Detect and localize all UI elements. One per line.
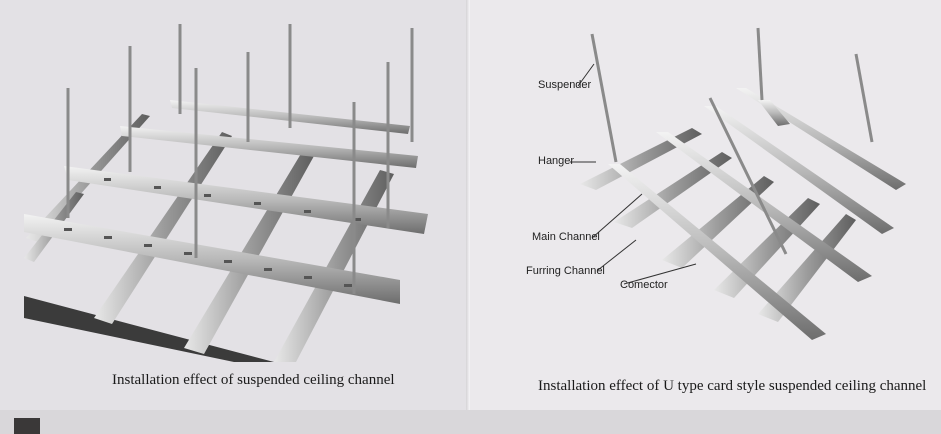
dark-page-corner (14, 418, 40, 434)
right-figure-caption: Installation effect of U type card style… (538, 378, 927, 394)
u-type-ceiling-illustration: Suspender Hanger Main Channel Furring Ch… (526, 27, 906, 340)
left-figure-caption: Installation effect of suspended ceiling… (112, 372, 395, 388)
callout-suspender: Suspender (538, 79, 592, 91)
callout-connector: Comector (620, 279, 668, 291)
suspended-ceiling-illustration (24, 24, 428, 362)
wall-edge (24, 296, 274, 362)
page-bottom-strip (0, 410, 941, 434)
main-channels-right (608, 88, 906, 340)
callout-furring-channel: Furring Channel (526, 265, 605, 277)
suspender-rods (66, 24, 414, 294)
callout-hanger: Hanger (538, 155, 574, 167)
suspender-rods-right (590, 27, 874, 255)
furring-channels-right (580, 128, 856, 322)
callout-main-channel: Main Channel (532, 231, 600, 243)
